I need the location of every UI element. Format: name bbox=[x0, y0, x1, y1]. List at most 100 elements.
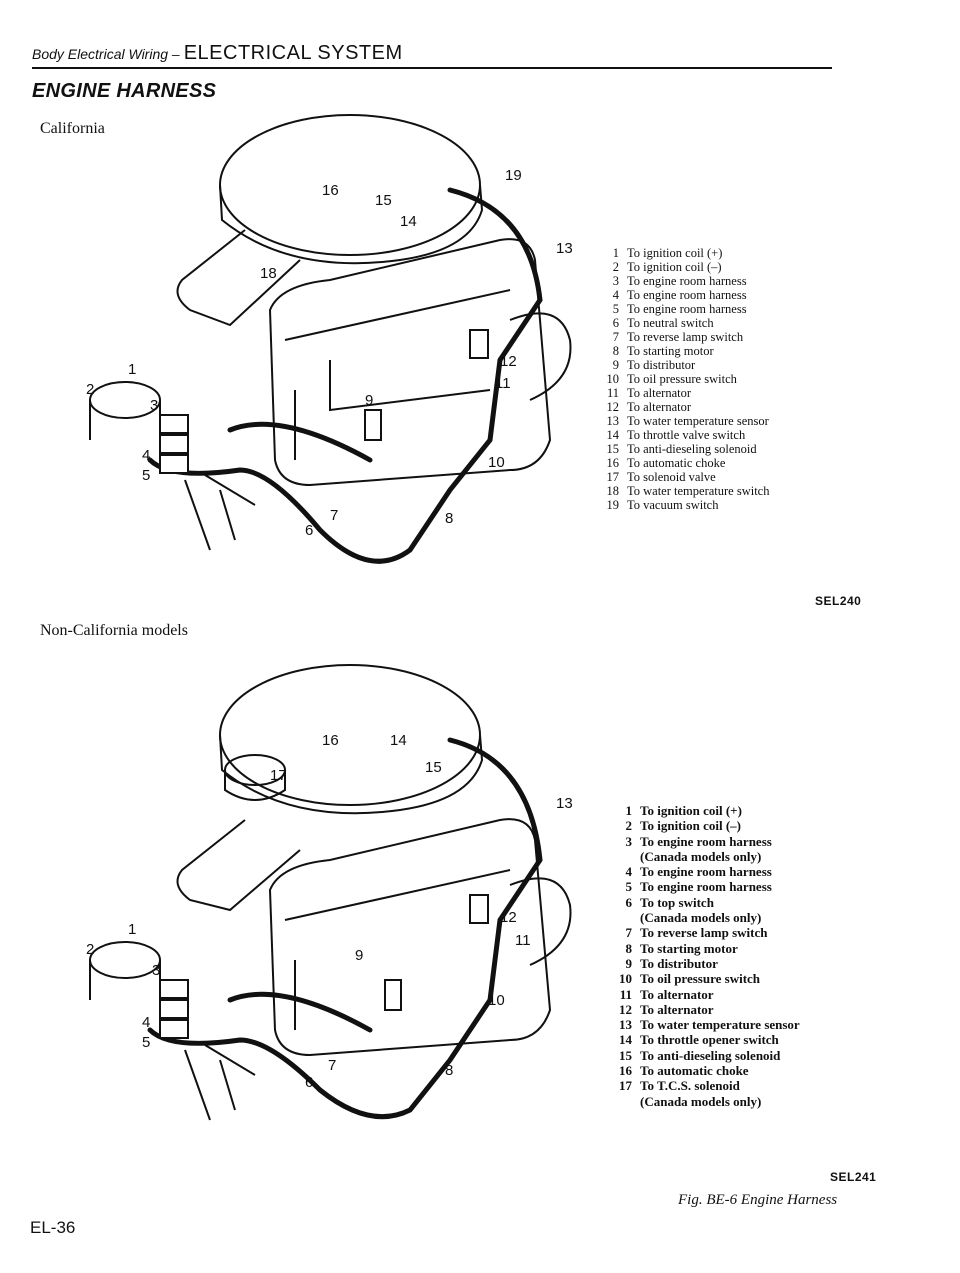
callout-9: 9 bbox=[365, 392, 373, 409]
header-section: Body Electrical Wiring – bbox=[32, 46, 180, 62]
legend-item-text: To distributor bbox=[627, 358, 696, 372]
legend-item: 1 To ignition coil (+) bbox=[610, 803, 800, 818]
legend-item-number: 2 bbox=[625, 818, 633, 834]
legend-item-number: 3 bbox=[612, 274, 619, 288]
legend-item-continuation: (Canada models only) bbox=[640, 848, 762, 864]
legend-item-number: 17 bbox=[606, 470, 620, 484]
callout-7: 7 bbox=[328, 1057, 336, 1074]
figure-code-sel241: SEL241 bbox=[830, 1170, 877, 1184]
legend-item-number: 12 bbox=[619, 1001, 632, 1017]
legend-item-text: To automatic choke bbox=[627, 456, 726, 470]
legend-item-text: To automatic choke bbox=[640, 1063, 749, 1079]
callout-14: 14 bbox=[390, 732, 407, 749]
legend-item-continuation: (Canada models only) bbox=[640, 910, 762, 926]
legend-item-number: 5 bbox=[625, 879, 633, 895]
running-header: Body Electrical Wiring – ELECTRICAL SYST… bbox=[32, 42, 403, 65]
callout-2: 2 bbox=[86, 941, 94, 958]
header-chapter: ELECTRICAL SYSTEM bbox=[183, 42, 403, 64]
legend-item-continuation: (Canada models only) bbox=[640, 1093, 762, 1109]
callout-14: 14 bbox=[400, 213, 417, 230]
callout-1: 1 bbox=[128, 361, 136, 378]
engine-harness-diagram-non-california: 2 1 3 4 5 6 7 8 9 10 11 12 13 14 15 16 1… bbox=[86, 664, 573, 1121]
callout-10: 10 bbox=[488, 454, 505, 471]
legend-item-text: To oil pressure switch bbox=[627, 372, 737, 386]
callout-6: 6 bbox=[305, 1074, 313, 1091]
callout-12: 12 bbox=[500, 909, 517, 926]
callout-15: 15 bbox=[425, 759, 442, 776]
legend-item: 16 To automatic choke bbox=[610, 1063, 800, 1078]
legend-item-text: To top switch bbox=[640, 894, 714, 910]
callout-5: 5 bbox=[142, 1034, 150, 1051]
callout-12: 12 bbox=[500, 353, 517, 370]
legend-item-text: To vacuum switch bbox=[627, 498, 719, 512]
legend-item-text: To oil pressure switch bbox=[640, 971, 761, 987]
callout-8: 8 bbox=[445, 510, 453, 527]
callout-10: 10 bbox=[488, 992, 505, 1009]
legend-item: 9 To distributor bbox=[610, 956, 800, 971]
legend-item-number: 13 bbox=[619, 1017, 632, 1033]
legend-item-number: 9 bbox=[612, 358, 619, 372]
legend-item-number: 14 bbox=[606, 428, 620, 442]
legend-item-text: To alternator bbox=[627, 386, 692, 400]
legend-item-text: To alternator bbox=[627, 400, 692, 414]
legend-item-text: To starting motor bbox=[640, 940, 738, 956]
legend-item-number: 17 bbox=[619, 1078, 632, 1094]
legend-item-number: 1 bbox=[625, 803, 633, 818]
legend-item-text: To ignition coil (–) bbox=[627, 260, 722, 274]
diagram-label-california: California bbox=[40, 120, 105, 137]
legend-item-text: To water temperature sensor bbox=[640, 1017, 800, 1033]
legend-item-number: 10 bbox=[606, 372, 620, 386]
callout-9: 9 bbox=[355, 947, 363, 964]
legend-item-number: 11 bbox=[619, 986, 632, 1002]
callout-7: 7 bbox=[330, 507, 338, 524]
legend-item: 10 To oil pressure switch bbox=[597, 372, 769, 386]
diagram-label-non-california: Non-California models bbox=[40, 622, 188, 639]
callout-4: 4 bbox=[142, 447, 150, 464]
legend-item-number: 13 bbox=[606, 414, 620, 428]
callout-8: 8 bbox=[445, 1062, 453, 1079]
callout-16: 16 bbox=[322, 732, 339, 749]
legend-item-number: 14 bbox=[619, 1032, 632, 1048]
legend-item-number: 3 bbox=[625, 833, 633, 849]
legend-item-text: To engine room harness bbox=[640, 864, 772, 880]
legend-item-text: To distributor bbox=[640, 955, 718, 971]
legend-item-number: 16 bbox=[606, 456, 620, 470]
legend-item-text: To neutral switch bbox=[627, 316, 714, 330]
legend-item-number: 7 bbox=[625, 925, 633, 941]
legend-item-text: To engine room harness bbox=[640, 879, 772, 895]
legend-item-text: To water temperature switch bbox=[627, 484, 770, 498]
figure-code-sel240: SEL240 bbox=[815, 594, 862, 608]
legend-item: 1 To ignition coil (+) bbox=[597, 246, 769, 260]
legend-item-number: 1 bbox=[612, 246, 619, 260]
legend-item: 9 To distributor bbox=[597, 358, 769, 372]
callout-18: 18 bbox=[260, 265, 277, 282]
callout-16: 16 bbox=[322, 182, 339, 199]
legend-item-number: 15 bbox=[619, 1047, 632, 1063]
legend-item-text: To ignition coil (+) bbox=[627, 246, 723, 260]
legend-item-number: 9 bbox=[625, 955, 633, 971]
legend-item-text: To reverse lamp switch bbox=[627, 330, 744, 344]
legend-item-text: To ignition coil (+) bbox=[640, 803, 742, 818]
legend-item-number: 16 bbox=[619, 1063, 632, 1079]
legend-item-text: To anti-dieseling solenoid bbox=[627, 442, 757, 456]
